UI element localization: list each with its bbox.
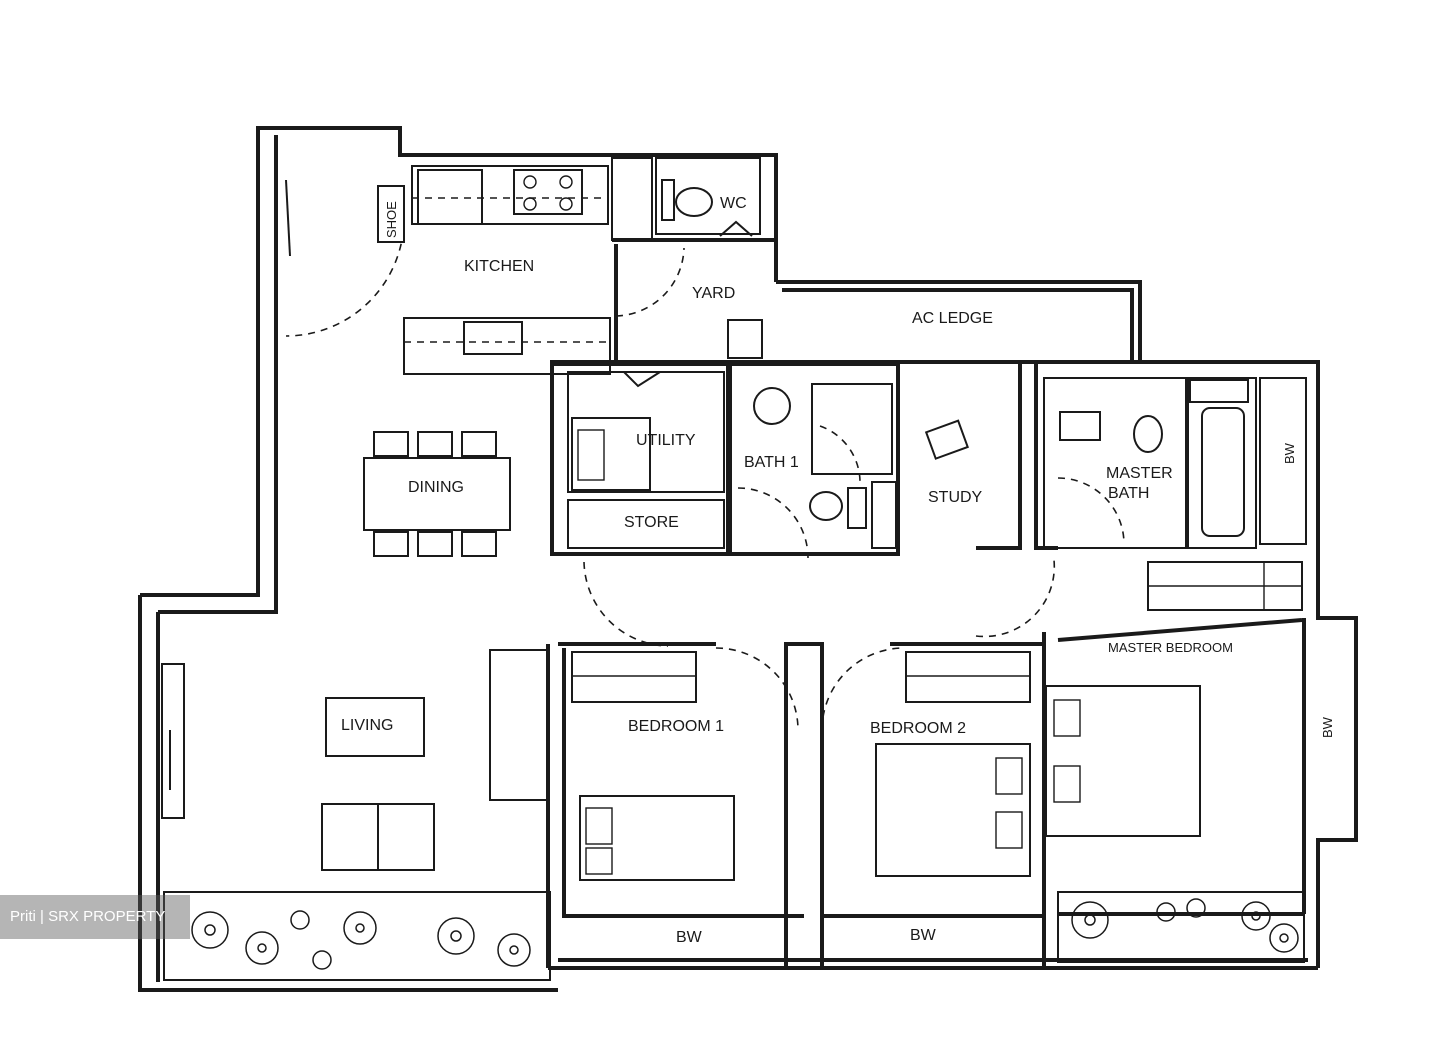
plant-right-5	[1269, 923, 1299, 953]
label-bw-master-bath: BW	[1282, 442, 1297, 464]
label-master-bath-1: MASTER	[1106, 465, 1173, 482]
label-kitchen: KITCHEN	[464, 258, 534, 275]
watermark: Priti | SRX PROPERTY	[0, 895, 190, 939]
room-labels: KITCHEN YARD WC SHOE AC LEDGE UTILITY ST…	[341, 195, 1335, 946]
label-bedroom2: BEDROOM 2	[870, 720, 966, 737]
label-utility: UTILITY	[636, 432, 696, 449]
label-wc: WC	[720, 195, 747, 212]
outer-walls	[138, 126, 1358, 992]
plant-left-1	[191, 911, 229, 949]
bedrooms	[546, 559, 1306, 970]
label-store: STORE	[624, 514, 679, 531]
label-study: STUDY	[928, 489, 983, 506]
label-shoe: SHOE	[384, 201, 399, 238]
plant-right-1	[1071, 901, 1109, 939]
plant-right-3	[1186, 898, 1206, 918]
kitchen-zone	[285, 157, 776, 375]
plant-left-7	[312, 950, 332, 970]
plant-left-5	[497, 933, 531, 967]
plant-left-4	[437, 917, 475, 955]
label-bath1: BATH 1	[744, 454, 799, 471]
living-dining-furniture	[161, 431, 669, 871]
label-master-bath-2: BATH	[1108, 485, 1149, 502]
label-dining: DINING	[408, 479, 464, 496]
label-bw-master-bed: BW	[1320, 716, 1335, 738]
label-bw-bed2: BW	[910, 927, 937, 944]
service-zone	[550, 362, 1307, 611]
label-master-bedroom: MASTER BEDROOM	[1108, 640, 1233, 655]
label-living: LIVING	[341, 717, 393, 734]
label-bedroom1: BEDROOM 1	[628, 718, 724, 735]
plant-left-6	[290, 910, 310, 930]
label-yard: YARD	[692, 285, 735, 302]
plant-right-2	[1156, 902, 1176, 922]
plant-left-3	[343, 911, 377, 945]
planters	[163, 891, 1305, 981]
label-ac-ledge: AC LEDGE	[912, 310, 993, 327]
label-bw-bed1: BW	[676, 929, 703, 946]
plant-left-2	[245, 931, 279, 965]
plant-right-4	[1241, 901, 1271, 931]
